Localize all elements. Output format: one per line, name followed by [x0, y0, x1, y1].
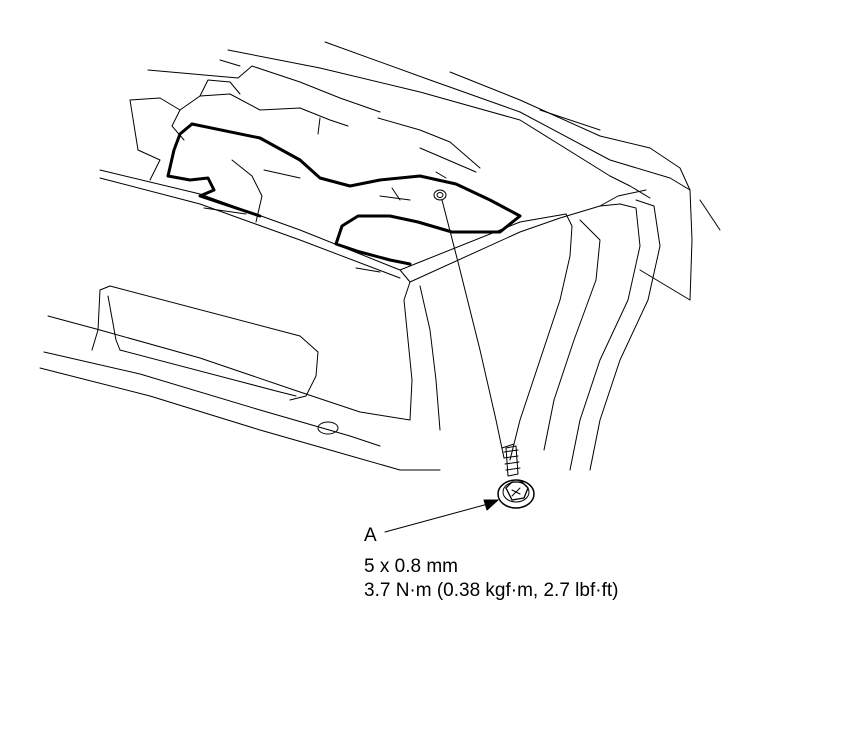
- opening-outline: [166, 122, 522, 266]
- upper-frame: [129, 59, 481, 181]
- callout-letter-a: A: [364, 525, 377, 546]
- callout-arrow: [384, 499, 499, 533]
- leader-line: [441, 199, 505, 459]
- side-pillar: [509, 189, 661, 471]
- inner-panel-details: [99, 147, 567, 283]
- torque-spec: 3.7 N·m (0.38 kgf·m, 2.7 lbf·ft): [364, 580, 619, 601]
- dashboard-shell: [227, 41, 721, 301]
- bolt-size-spec: 5 x 0.8 mm: [364, 556, 458, 577]
- glove-box-lid: [39, 281, 441, 471]
- flange-bolt-icon: [497, 443, 535, 509]
- screw-hole: [433, 189, 447, 201]
